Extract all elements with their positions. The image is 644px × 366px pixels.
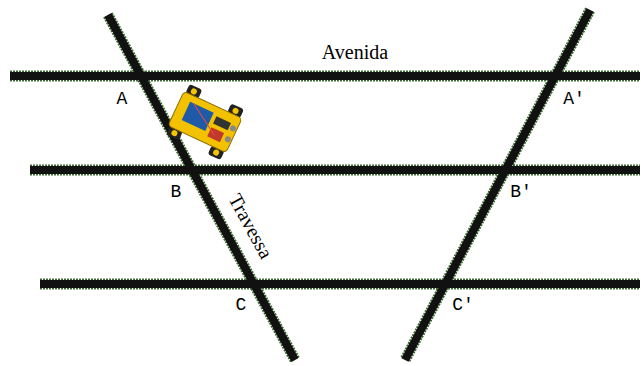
- point-label: B': [510, 183, 532, 203]
- cross-street-line: [405, 10, 590, 360]
- street-name: Travessa: [224, 188, 279, 264]
- chassis: [168, 91, 242, 152]
- robot-car: [164, 83, 246, 161]
- avenue-line: [40, 280, 640, 288]
- motor-driver: [213, 116, 231, 130]
- avenue-line: [10, 72, 640, 80]
- cross-street-line: [405, 10, 590, 360]
- avenue-line: [10, 71, 640, 82]
- cross-street-line: [108, 15, 295, 360]
- sensor: [224, 135, 232, 143]
- wire: [185, 104, 222, 136]
- point-label: C: [236, 296, 247, 316]
- point-label: A: [117, 90, 128, 110]
- street-name: Avenida: [320, 41, 390, 63]
- sensor: [229, 124, 237, 132]
- cross-street-line: [108, 15, 295, 360]
- battery: [207, 127, 224, 142]
- avenue-line: [30, 166, 640, 174]
- avenue-line: [40, 279, 640, 290]
- streets: [10, 10, 640, 360]
- point-label: C': [452, 296, 474, 316]
- point-label: B: [171, 183, 182, 203]
- avenue-line: [30, 165, 640, 176]
- point-label: A': [563, 90, 585, 110]
